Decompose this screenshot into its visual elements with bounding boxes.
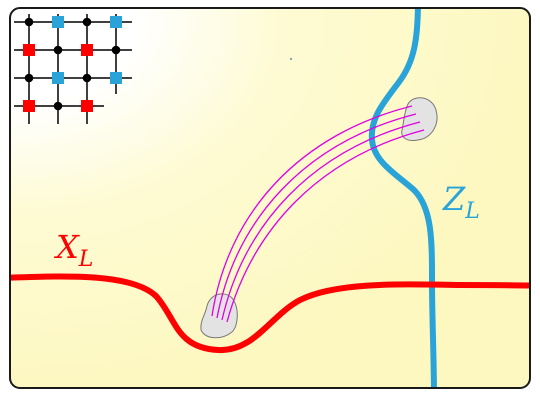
z-stabilizer [110, 72, 122, 84]
background-panel [10, 8, 530, 388]
z-stabilizer [52, 16, 64, 28]
x-logical-label: XL [53, 228, 93, 272]
z-logical-operator-path [368, 8, 437, 388]
frame-border [9, 7, 531, 389]
qubit-lattice [14, 14, 132, 124]
string-operator-2 [216, 113, 417, 319]
data-qubit [53, 45, 63, 55]
string-operator-bundle [211, 105, 425, 323]
z-stabilizer [110, 16, 122, 28]
string-operator-1 [211, 105, 413, 317]
z-logical-label: ZL [442, 180, 480, 224]
data-qubit [24, 17, 34, 27]
x-stabilizer [23, 44, 35, 56]
x-stabilizer [23, 100, 35, 112]
data-qubit [111, 45, 121, 55]
z-stabilizer [52, 72, 64, 84]
defect-blob-bottom [200, 293, 238, 339]
data-qubit [82, 73, 92, 83]
defect-blob-top [401, 97, 438, 141]
data-qubit [53, 101, 63, 111]
x-logical-operator-path [10, 273, 530, 354]
data-qubit [24, 73, 34, 83]
stray-dot [290, 58, 292, 60]
string-operator-4 [226, 129, 425, 323]
x-stabilizer [81, 100, 93, 112]
z-logical-subscript: L [464, 199, 480, 224]
x-logical-subscript: L [78, 247, 94, 272]
data-qubit [82, 17, 92, 27]
x-stabilizer [81, 44, 93, 56]
string-operator-3 [221, 121, 421, 321]
